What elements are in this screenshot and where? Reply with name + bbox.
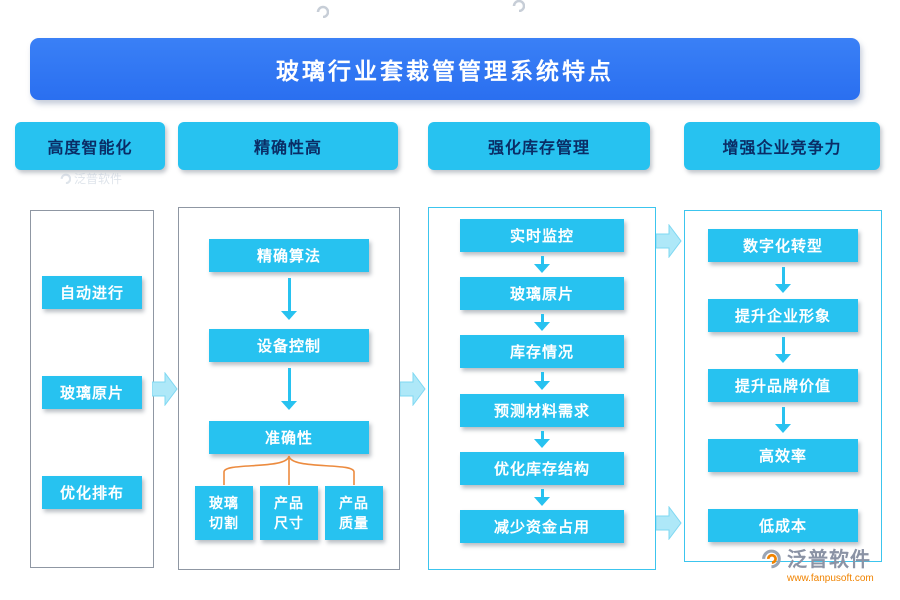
- right-block-arrow-icon: [656, 506, 682, 540]
- page-title: 玻璃行业套裁管管理系统特点: [30, 38, 860, 100]
- brand-footer: 泛普软件 www.fanpusoft.com: [760, 543, 874, 584]
- down-arrow-icon: [534, 314, 550, 331]
- brand-logo-icon: [762, 549, 781, 568]
- node-accuracy: 准确性: [209, 421, 369, 454]
- down-arrow-icon: [534, 431, 550, 448]
- node-inventory-status: 库存情况: [460, 335, 624, 368]
- brand-name: 泛普软件: [787, 549, 871, 571]
- panel-intelligence: 自动进行 玻璃原片 优化排布: [30, 210, 154, 568]
- branch-connector-icon: [223, 455, 355, 485]
- down-arrow-icon: [281, 368, 297, 410]
- right-block-arrow-icon: [400, 372, 426, 406]
- down-arrow-icon: [281, 278, 297, 320]
- node-glass-sheet-stock: 玻璃原片: [460, 277, 624, 310]
- column-header-competitiveness: 增强企业竞争力: [684, 122, 880, 170]
- node-glass-sheet: 玻璃原片: [42, 376, 142, 409]
- node-glass-cutting: 玻璃 切割: [195, 486, 253, 540]
- node-enhance-brand-value: 提升品牌价值: [708, 369, 858, 402]
- panel-inventory: 实时监控 玻璃原片 库存情况 预测材料需求 优化库存结构 减少资金占用: [428, 207, 656, 570]
- down-arrow-icon: [534, 256, 550, 273]
- node-reduce-capital-occupation: 减少资金占用: [460, 510, 624, 543]
- node-product-size: 产品 尺寸: [260, 486, 318, 540]
- node-realtime-monitoring: 实时监控: [460, 219, 624, 252]
- down-arrow-icon: [775, 407, 791, 433]
- panel-precision: 精确算法 设备控制 准确性 玻璃 切割 产品 尺寸 产品 质量: [178, 207, 400, 570]
- down-arrow-icon: [775, 337, 791, 363]
- right-block-arrow-icon: [152, 372, 178, 406]
- node-optimized-layout: 优化排布: [42, 476, 142, 509]
- node-precise-algorithm: 精确算法: [209, 239, 369, 272]
- watermark-logo-icon: [60, 173, 71, 184]
- panel-competitiveness: 数字化转型 提升企业形象 提升品牌价值 高效率 低成本: [684, 210, 882, 562]
- node-high-efficiency: 高效率: [708, 439, 858, 472]
- right-block-arrow-icon: [656, 224, 682, 258]
- column-header-precision: 精确性高: [178, 122, 398, 170]
- down-arrow-icon: [534, 372, 550, 390]
- node-equipment-control: 设备控制: [209, 329, 369, 362]
- node-forecast-material-demand: 预测材料需求: [460, 394, 624, 427]
- node-enhance-corporate-image: 提升企业形象: [708, 299, 858, 332]
- down-arrow-icon: [534, 489, 550, 506]
- column-header-intelligence: 高度智能化: [15, 122, 165, 170]
- node-optimize-inventory-structure: 优化库存结构: [460, 452, 624, 485]
- watermark: 泛普软件: [60, 170, 122, 187]
- column-header-inventory: 强化库存管理: [428, 122, 650, 170]
- node-low-cost: 低成本: [708, 509, 858, 542]
- watermark-logo-icon: [512, 0, 525, 12]
- node-auto-run: 自动进行: [42, 276, 142, 309]
- down-arrow-icon: [775, 267, 791, 293]
- node-digital-transformation: 数字化转型: [708, 229, 858, 262]
- brand-url: www.fanpusoft.com: [787, 573, 874, 584]
- node-product-quality: 产品 质量: [325, 486, 383, 540]
- watermark-logo-icon: [316, 5, 329, 18]
